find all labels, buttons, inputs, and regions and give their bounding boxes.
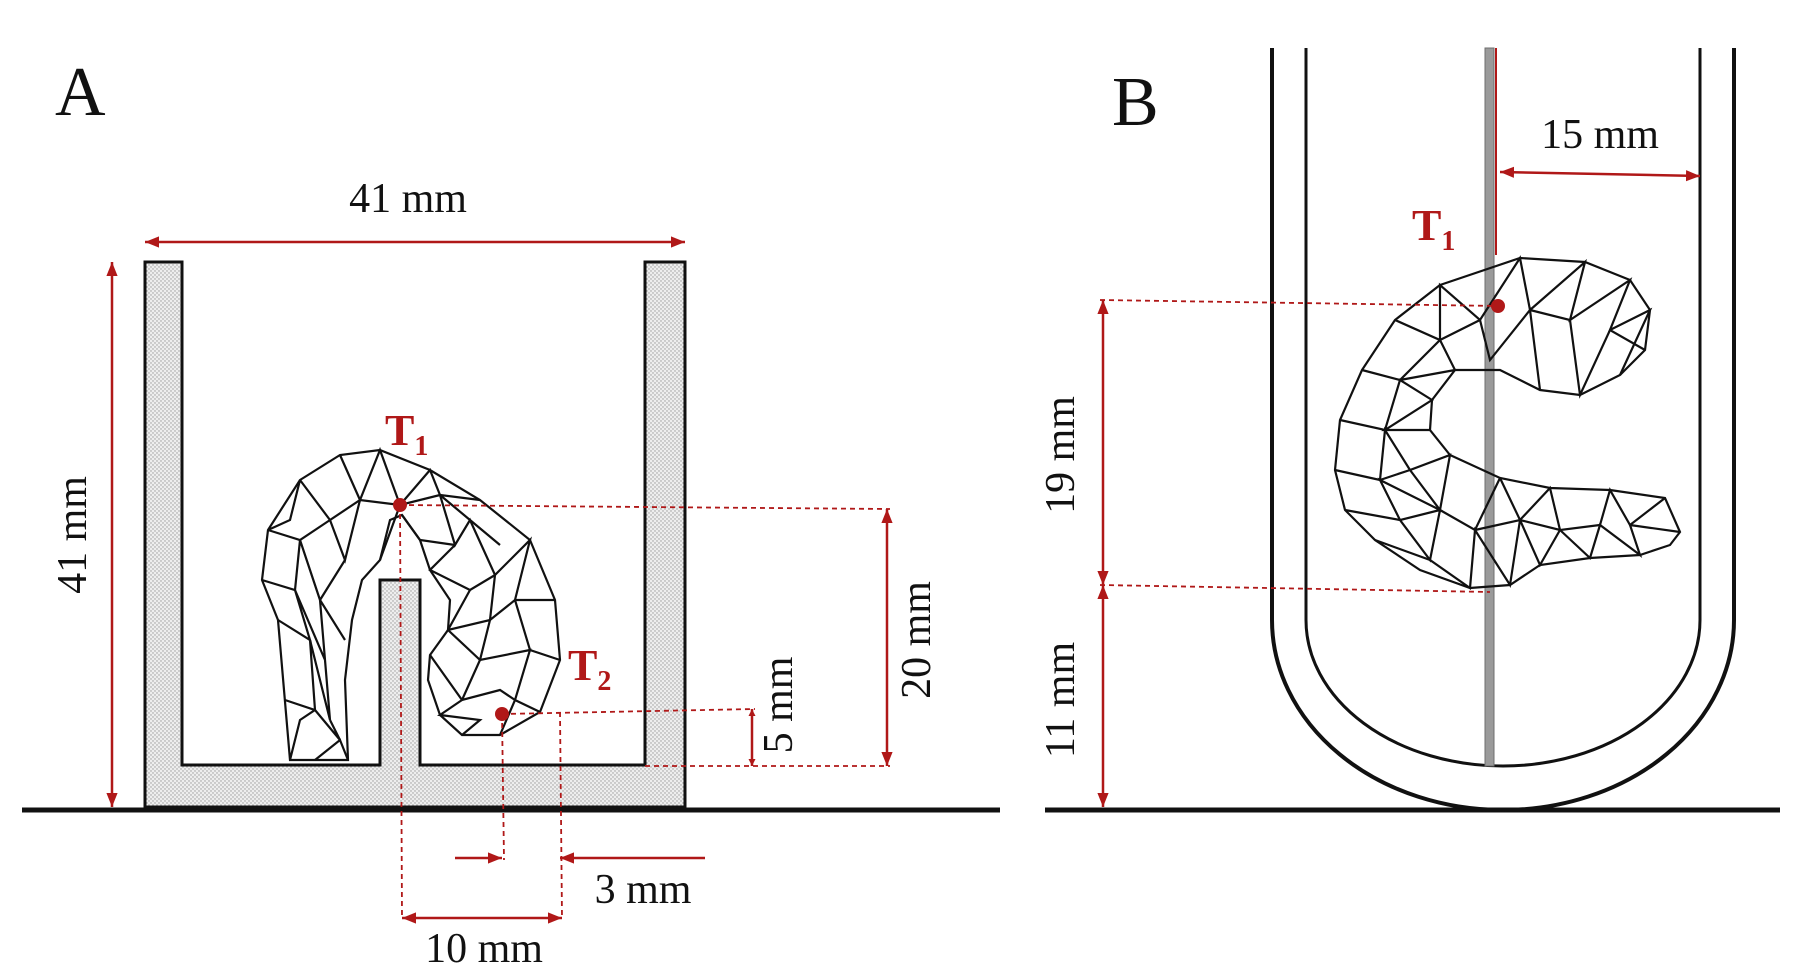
- panel-b-lower-label: 11 mm: [1038, 642, 1084, 759]
- panel-a-container: [143, 260, 687, 809]
- panel-b-center-rod: [1484, 47, 1495, 767]
- panel-b-t1-label: T1: [1412, 201, 1455, 257]
- panel-b-radius-dimension: [1499, 166, 1701, 182]
- panel-a-specimen-mesh: [260, 446, 562, 762]
- panel-b: B T1: [1038, 47, 1780, 813]
- panel-a-guides: [399, 504, 891, 919]
- panel-b-specimen-mesh: [1333, 255, 1682, 590]
- panel-a-height-label: 41 mm: [50, 476, 96, 594]
- panel-a: A: [22, 54, 1000, 969]
- panel-b-t1-point: [1491, 299, 1505, 313]
- panel-b-radius-label: 15 mm: [1541, 112, 1659, 158]
- panel-a-t1-point: [393, 498, 407, 512]
- panel-a-t1-label: T1: [385, 406, 428, 462]
- panel-b-tube-outer: [1270, 48, 1736, 812]
- panel-a-t2-label: T2: [568, 641, 611, 697]
- panel-a-t1-height-label: 20 mm: [894, 581, 940, 699]
- panel-b-guides: [1099, 299, 1499, 593]
- panel-a-t2-height-label: 5 mm: [756, 656, 802, 753]
- panel-a-t2-point: [495, 707, 509, 721]
- panel-a-spacing-label: 10 mm: [425, 926, 543, 969]
- panel-a-t2-offset-label: 3 mm: [595, 867, 692, 913]
- panel-b-upper-label: 19 mm: [1038, 396, 1084, 514]
- panel-a-width-label: 41 mm: [349, 176, 467, 222]
- panel-b-letter: B: [1112, 64, 1159, 141]
- panel-b-tube-inner: [1304, 48, 1702, 768]
- panel-a-letter: A: [55, 54, 106, 131]
